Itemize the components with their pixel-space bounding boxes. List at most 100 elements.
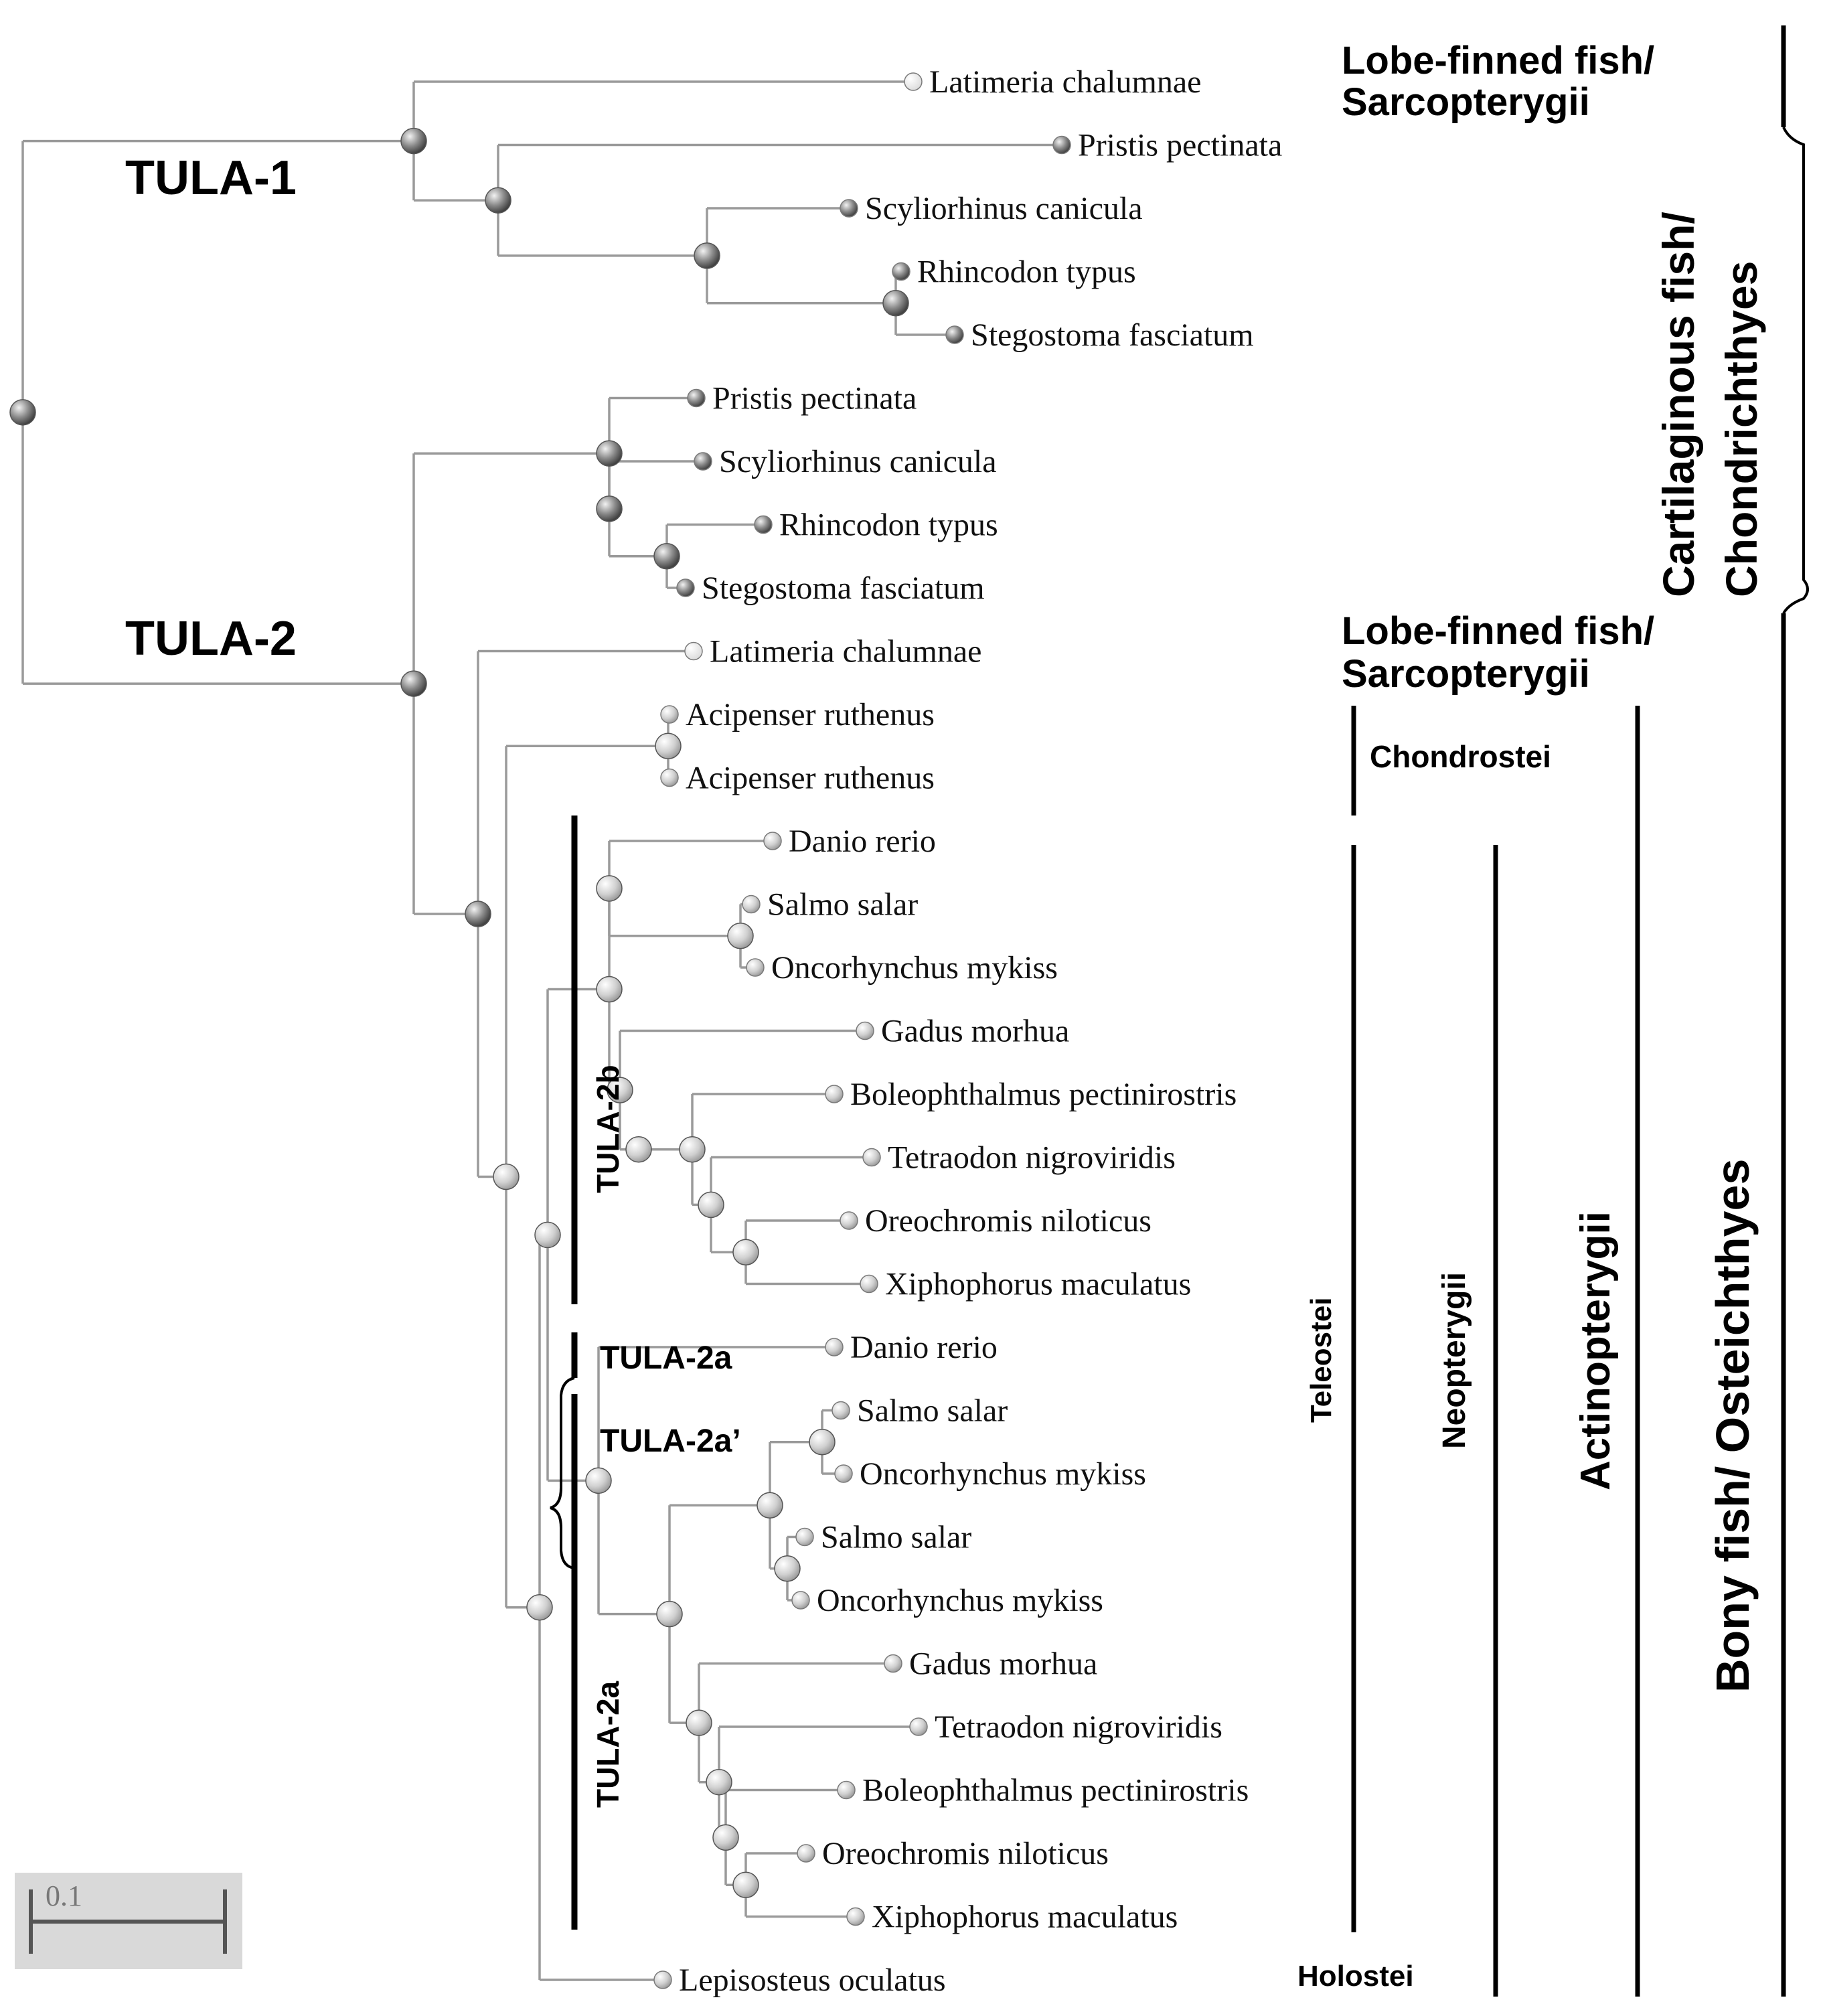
taxon-label-16: Boleophthalmus pectinirostris	[850, 1077, 1237, 1112]
cartilaginous-label-1: Cartilaginous fish/	[1654, 212, 1703, 597]
taxon-label-30: Lepisosteus oculatus	[679, 1962, 946, 1998]
taxon-label-20: Danio rerio	[850, 1330, 998, 1365]
leaf-tip-16	[825, 1085, 844, 1103]
group-bars	[1351, 25, 1809, 1997]
internal-node-111	[712, 1824, 739, 1851]
leaf-tip-13	[742, 895, 761, 914]
leaf-tip-29	[846, 1907, 865, 1926]
leaf-tip-11	[660, 768, 679, 787]
chondrostei-label: Chondrostei	[1370, 739, 1551, 774]
scale-bar: 0.1	[15, 1873, 242, 1969]
internal-node-121	[400, 670, 427, 697]
internal-node-15	[694, 242, 720, 269]
clade-label-tula2a-prime: TULA-2a’	[600, 1423, 741, 1459]
leaf-tip-27	[837, 1780, 856, 1800]
taxon-label-22: Oncorhynchus mykiss	[860, 1456, 1146, 1492]
leaf-tip-21	[832, 1401, 850, 1420]
internal-node-74	[698, 1191, 724, 1219]
leaf-tip-14	[746, 958, 765, 977]
internal-node-42	[655, 732, 682, 759]
cartilaginous-label-2: Chondrichthyes	[1717, 261, 1766, 597]
internal-node-95	[774, 1555, 801, 1582]
leaf-tip-12	[763, 832, 782, 850]
taxon-label-15: Gadus morhua	[881, 1014, 1069, 1049]
taxon-label-2: Scyliorhinus canicula	[865, 191, 1143, 226]
leaf-tip-6	[694, 452, 712, 471]
taxon-label-17: Tetraodon nigroviridis	[888, 1140, 1176, 1176]
leaf-tip-4	[945, 325, 964, 344]
holostei-label: Holostei	[1297, 1960, 1414, 1993]
taxon-label-8: Stegostoma fasciatum	[702, 570, 985, 606]
taxon-label-19: Xiphophorus maculatus	[885, 1267, 1191, 1302]
internal-node-78	[596, 976, 623, 1003]
taxon-label-14: Oncorhynchus mykiss	[771, 950, 1058, 986]
taxon-label-28: Oreochromis niloticus	[822, 1836, 1109, 1871]
leaf-tip-22	[834, 1464, 853, 1483]
leaf-tip-2	[840, 199, 858, 218]
chondrichthyes-brace	[1782, 127, 1809, 615]
internal-node-14	[882, 290, 909, 317]
leaf-tip-20	[825, 1338, 844, 1356]
tula2a-brace	[550, 1377, 575, 1569]
leaf-tip-25	[884, 1654, 902, 1673]
clade-label-tula2b: TULA-2b	[590, 1065, 625, 1193]
taxon-label-23: Salmo salar	[821, 1520, 971, 1555]
taxon-label-3: Rhincodon typus	[917, 254, 1136, 290]
internal-node-115	[585, 1467, 612, 1494]
leaf-tip-18	[840, 1211, 858, 1230]
taxon-label-12: Danio rerio	[789, 824, 936, 859]
taxon-label-18: Oreochromis niloticus	[865, 1203, 1152, 1239]
taxon-label-9: Latimeria chalumnae	[710, 634, 981, 670]
leaf-tip-30	[653, 1970, 672, 1989]
internal-node-116	[534, 1221, 561, 1249]
leaf-tip-9	[684, 641, 703, 661]
internal-node-17	[400, 127, 427, 155]
taxon-label-29: Xiphophorus maculatus	[872, 1899, 1178, 1935]
leaf-tip-15	[856, 1021, 874, 1040]
taxon-label-10: Acipenser ruthenus	[686, 697, 935, 732]
taxon-label-11: Acipenser ruthenus	[686, 761, 935, 796]
lobe-finned-label-2b: Sarcopterygii	[1342, 652, 1590, 696]
taxon-label-25: Gadus morhua	[909, 1646, 1097, 1682]
internal-node-112	[706, 1768, 732, 1796]
clade-label-tula2: TULA-2	[125, 612, 297, 666]
taxon-label-13: Salmo salar	[767, 887, 918, 923]
taxon-label-27: Boleophthalmus pectinirostris	[862, 1773, 1249, 1808]
leaf-tip-19	[860, 1274, 878, 1294]
tree-nodes	[9, 72, 1071, 1989]
taxon-label-5: Pristis pectinata	[712, 381, 917, 416]
lobe-finned-label-2a: Lobe-finned fish/	[1342, 609, 1654, 653]
leaf-tip-24	[791, 1591, 810, 1610]
internal-node-73	[732, 1239, 759, 1265]
lobe-finned-label-1a: Lobe-finned fish/	[1342, 39, 1654, 82]
internal-node-90	[809, 1429, 836, 1456]
taxon-label-6: Scyliorhinus canicula	[719, 444, 997, 479]
leaf-tip-28	[797, 1844, 815, 1863]
internal-node-56	[727, 923, 754, 949]
clade-label-tula2a-vertical: TULA-2a	[590, 1681, 625, 1808]
leaf-tip-0	[904, 72, 923, 91]
taxon-label-0: Latimeria chalumnae	[929, 64, 1201, 100]
internal-node-119	[493, 1163, 520, 1190]
teleostei-label: Teleostei	[1305, 1298, 1338, 1423]
taxon-label-26: Tetraodon nigroviridis	[935, 1709, 1222, 1745]
internal-node-118	[526, 1594, 553, 1621]
leaf-tip-23	[795, 1527, 814, 1547]
internal-node-75	[679, 1136, 706, 1163]
taxon-label-4: Stegostoma fasciatum	[971, 317, 1254, 353]
internal-node-77	[607, 1077, 633, 1103]
internal-node-76	[625, 1136, 652, 1163]
internal-node-114	[656, 1600, 683, 1628]
leaf-tip-3	[892, 262, 910, 281]
leaf-tip-1	[1052, 135, 1071, 155]
internal-node-113	[686, 1709, 712, 1736]
internal-node-120	[465, 901, 491, 927]
leaf-tip-7	[754, 515, 773, 534]
taxon-label-1: Pristis pectinata	[1078, 128, 1282, 163]
leaf-tip-17	[862, 1148, 881, 1167]
internal-node-96	[757, 1492, 783, 1519]
internal-node-31	[596, 495, 623, 522]
scale-bar-label: 0.1	[46, 1879, 82, 1912]
